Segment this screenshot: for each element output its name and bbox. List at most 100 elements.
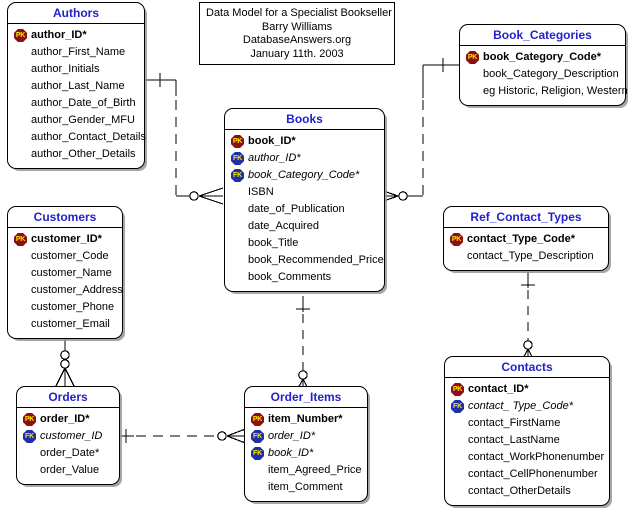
entity-book-categories[interactable]: Book_Categories PK book_Category_Code* b… [459,24,628,106]
entity-title: Ref_Contact_Types [444,207,608,228]
attribute-label: book_Comments [248,271,332,283]
attribute-label: author_ID* [31,29,87,41]
attribute-row[interactable]: item_Agreed_Price [249,462,363,479]
attribute-row[interactable]: customer_Name [12,265,118,282]
attribute-row[interactable]: contact_LastName [449,432,605,449]
attribute-row[interactable]: author_Other_Details [12,146,140,163]
fk-key-icon: FK [21,430,38,443]
attribute-row[interactable]: date_Acquired [229,218,380,235]
attribute-row[interactable]: contact_CellPhonenumber [449,466,605,483]
attribute-label: customer_ID [40,430,103,442]
attribute-row[interactable]: contact_Type_Description [448,248,604,265]
pk-key-icon: PK [464,51,481,64]
attribute-row[interactable]: FK author_ID* [229,150,380,167]
attribute-label: customer_Name [31,267,112,279]
attribute-label: contact_ID* [468,383,529,395]
title-line-3: DatabaseAnswers.org [242,34,352,46]
attribute-row[interactable]: PK order_ID* [21,411,115,428]
attribute-row[interactable]: item_Comment [249,479,363,496]
fk-key-icon: FK [229,169,246,182]
attribute-row[interactable]: book_Comments [229,269,380,286]
attribute-row[interactable]: contact_OtherDetails [449,483,605,500]
attribute-row[interactable]: FK order_ID* [249,428,363,445]
title-line-4: January 11th. 2003 [250,47,344,60]
attribute-row[interactable]: eg Historic, Religion, Western [464,83,628,100]
relationship-bookcategories-books [374,58,463,205]
pk-key-icon: PK [12,233,29,246]
entity-customers[interactable]: Customers PK customer_ID* customer_Code … [7,206,123,339]
attribute-row[interactable]: book_Recommended_Price [229,252,384,269]
attribute-row[interactable]: author_Date_of_Birth [12,95,140,112]
relationship-orders-orderitems [120,427,249,445]
relationship-customers-orders [55,337,75,387]
attribute-label: author_ID* [248,152,301,164]
entity-authors[interactable]: Authors PK author_ID* author_First_Name … [7,2,146,169]
entity-contacts[interactable]: Contacts PK contact_ID* FK contact_ Type… [444,356,610,506]
attribute-label: author_Gender_MFU [31,114,135,126]
attribute-list: PK order_ID* FK customer_ID order_Date* … [17,408,119,484]
attribute-row[interactable]: PK contact_Type_Code* [448,231,604,248]
attribute-label: author_First_Name [31,46,126,58]
attribute-row[interactable]: PK item_Number* [249,411,363,428]
attribute-row[interactable]: FK contact_ Type_Code* [449,398,605,415]
attribute-row[interactable]: book_Category_Description [464,66,621,83]
attribute-row[interactable]: customer_Phone [12,299,118,316]
attribute-row[interactable]: PK book_ID* [229,133,380,150]
attribute-label: contact_CellPhonenumber [468,468,598,480]
attribute-row[interactable]: contact_FirstName [449,415,605,432]
attribute-row[interactable]: FK book_Category_Code* [229,167,380,184]
pk-key-icon: PK [249,413,266,426]
attribute-label: book_ID* [268,447,314,459]
entity-title: Contacts [445,357,609,378]
attribute-label: item_Number* [268,413,343,425]
attribute-row[interactable]: author_Last_Name [12,78,140,95]
attribute-row[interactable]: contact_WorkPhonenumber [449,449,605,466]
attribute-row[interactable]: author_Contact_Details [12,129,146,146]
attribute-row[interactable]: PK author_ID* [12,27,140,44]
attribute-row[interactable]: PK book_Category_Code* [464,49,621,66]
attribute-label: customer_Phone [31,301,115,313]
entity-title: Order_Items [245,387,367,408]
pk-key-icon: PK [449,383,466,396]
entity-orders[interactable]: Orders PK order_ID* FK customer_ID order… [16,386,120,485]
attribute-row[interactable]: date_of_Publication [229,201,380,218]
attribute-label: contact_ Type_Code* [468,400,573,412]
attribute-label: book_Category_Code* [248,169,360,181]
diagram-title-block: Data Model for a Specialist Bookseller B… [199,2,395,65]
attribute-row[interactable]: FK customer_ID [21,428,115,445]
attribute-label: order_Value [40,464,100,476]
attribute-label: ISBN [248,186,274,198]
entity-ref-contact-types[interactable]: Ref_Contact_Types PK contact_Type_Code* … [443,206,609,271]
attribute-label: book_ID* [248,135,296,147]
attribute-row[interactable]: FK book_ID* [249,445,363,462]
attribute-label: customer_ID* [31,233,102,245]
attribute-row[interactable]: PK contact_ID* [449,381,605,398]
attribute-list: PK contact_Type_Code* contact_Type_Descr… [444,228,608,270]
fk-key-icon: FK [449,400,466,413]
attribute-label: contact_Type_Code* [467,233,575,245]
entity-books[interactable]: Books PK book_ID* FK author_ID* FK book_… [224,108,385,292]
attribute-label: book_Title [248,237,299,249]
entity-order-items[interactable]: Order_Items PK item_Number* FK order_ID*… [244,386,368,502]
attribute-row[interactable]: order_Date* [21,445,115,462]
attribute-label: order_Date* [40,447,100,459]
entity-title: Customers [8,207,122,228]
attribute-row[interactable]: order_Value [21,462,115,479]
attribute-row[interactable]: book_Title [229,235,380,252]
attribute-row[interactable]: PK customer_ID* [12,231,118,248]
attribute-row[interactable]: customer_Address [12,282,123,299]
attribute-row[interactable]: customer_Code [12,248,118,265]
attribute-label: item_Comment [268,481,343,493]
attribute-label: contact_Type_Description [467,250,594,262]
attribute-row[interactable]: ISBN [229,184,380,201]
entity-title: Book_Categories [460,25,625,46]
attribute-label: order_ID* [40,413,90,425]
attribute-label: author_Initials [31,63,100,75]
attribute-label: item_Agreed_Price [268,464,362,476]
attribute-row[interactable]: author_First_Name [12,44,140,61]
pk-key-icon: PK [229,135,246,148]
attribute-row[interactable]: customer_Email [12,316,118,333]
attribute-row[interactable]: author_Gender_MFU [12,112,140,129]
attribute-row[interactable]: author_Initials [12,61,140,78]
